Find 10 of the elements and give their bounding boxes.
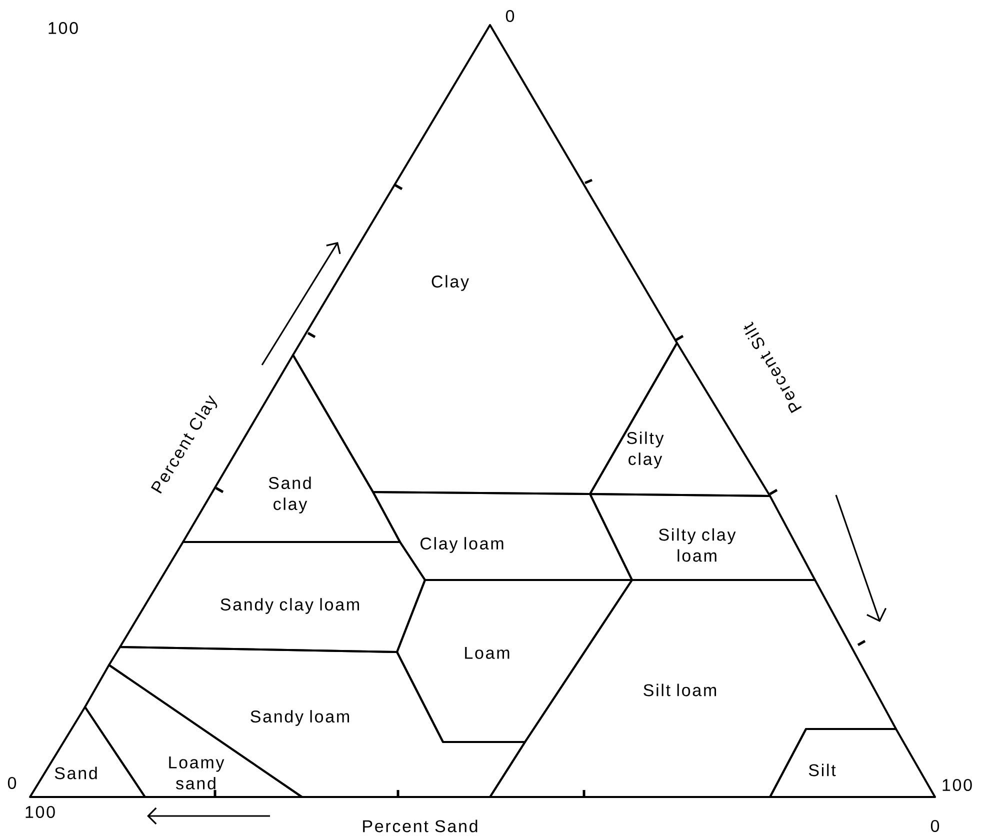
- texture-region: Silty clay loam: [589, 493, 816, 581]
- scale-number: 100: [48, 22, 78, 34]
- texture-region: Sand: [29, 706, 146, 798]
- scale-number: 100: [26, 806, 55, 818]
- texture-region: Clay loam: [372, 491, 633, 581]
- axis-title: Percent Sand: [363, 820, 478, 832]
- texture-region: Loam: [396, 579, 633, 743]
- scale-number: 0: [930, 820, 940, 832]
- texture-region: Silt: [769, 728, 936, 798]
- scale-number: 100: [942, 778, 972, 792]
